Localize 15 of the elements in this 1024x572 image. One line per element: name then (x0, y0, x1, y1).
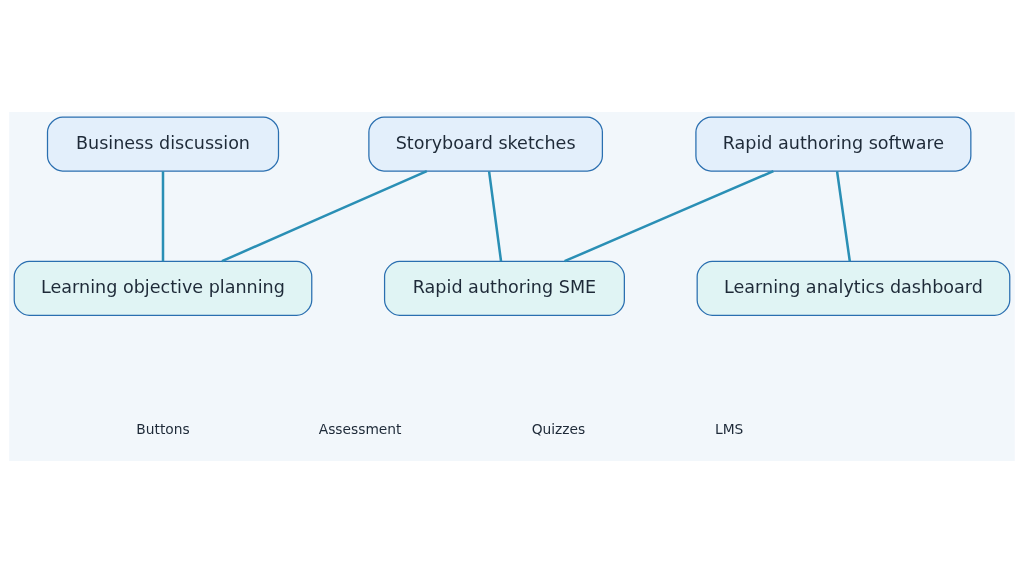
connector (161, 170, 165, 261)
connector (835, 170, 852, 261)
label: Assessment (318, 420, 402, 437)
label: Quizzes (531, 420, 586, 437)
node-box: Learning objective planning (13, 260, 313, 316)
connector (564, 169, 774, 262)
connector (221, 169, 428, 262)
node-box: Business discussion (46, 115, 280, 172)
node-box: Rapid authoring SME (383, 260, 625, 316)
node-box: Storyboard sketches (368, 115, 603, 172)
node-box: Learning analytics dashboard (696, 260, 1011, 316)
label: Buttons (136, 420, 190, 437)
node-box: Rapid authoring software (695, 115, 972, 172)
label: LMS (715, 420, 744, 437)
connector (487, 170, 503, 261)
